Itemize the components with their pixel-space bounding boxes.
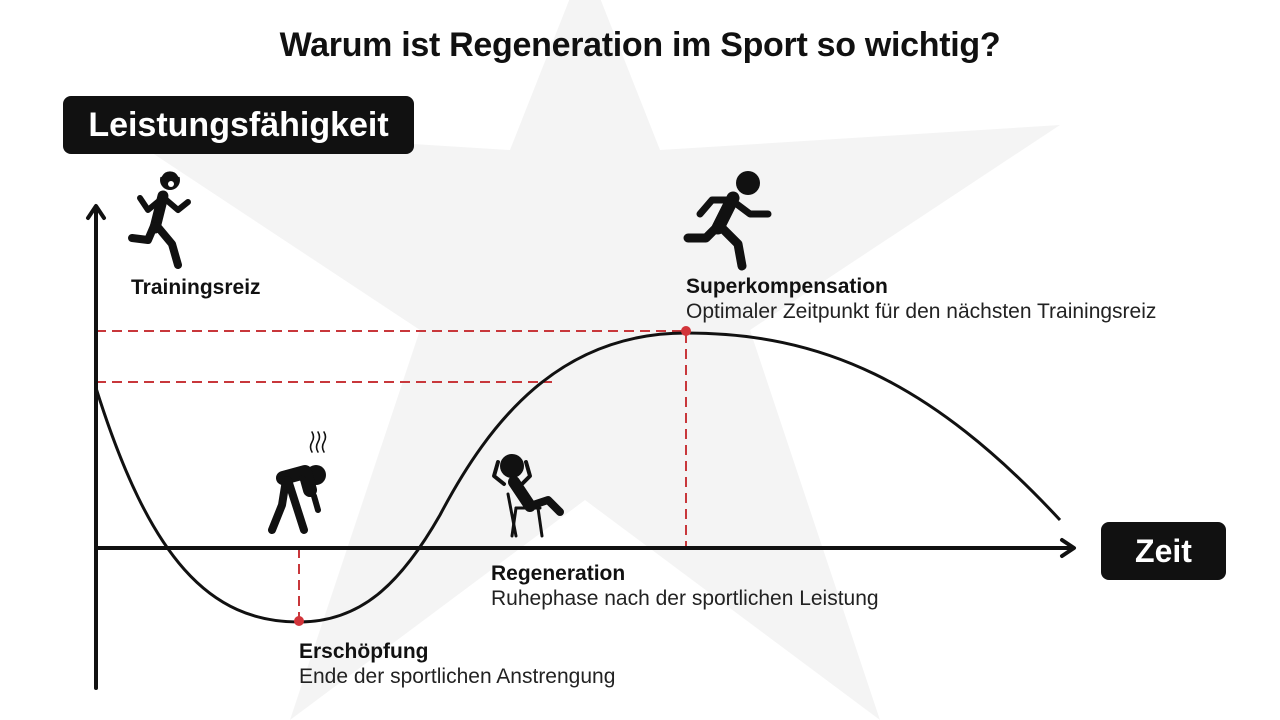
running-person-with-headphones-icon xyxy=(128,169,191,269)
marker-superkompensation xyxy=(681,326,691,336)
label-superkompensation-description: Optimaler Zeitpunkt für den nächsten Tra… xyxy=(686,300,1157,323)
sprinting-person-icon xyxy=(683,171,772,271)
label-trainingsreiz-heading: Trainingsreiz xyxy=(131,276,261,299)
label-superkompensation: Superkompensation Optimaler Zeitpunkt fü… xyxy=(686,274,1156,324)
label-erschoepfung: Erschöpfung Ende der sportlichen Anstren… xyxy=(299,639,615,689)
page-title: Warum ist Regeneration im Sport so wicht… xyxy=(279,26,1001,64)
y-axis-arrow xyxy=(86,204,106,220)
x-axis-arrow xyxy=(1060,538,1076,558)
guide-lines xyxy=(96,330,687,620)
x-axis-label: Zeit xyxy=(1101,522,1226,580)
y-axis-label: Leistungsfähigkeit xyxy=(63,96,414,154)
label-trainingsreiz: Trainingsreiz xyxy=(131,275,261,300)
label-regeneration: Regeneration Ruhephase nach der sportlic… xyxy=(491,561,879,611)
label-regeneration-description: Ruhephase nach der sportlichen Leistung xyxy=(491,587,879,610)
performance-curve xyxy=(94,331,1062,624)
marker-erschoepfung xyxy=(294,616,304,626)
watermark-star xyxy=(110,0,1060,720)
axes xyxy=(86,204,1076,690)
label-superkompensation-heading: Superkompensation xyxy=(686,275,888,298)
exhausted-person-icon xyxy=(268,431,327,534)
label-regeneration-heading: Regeneration xyxy=(491,562,626,585)
label-erschoepfung-description: Ende der sportlichen Anstrengung xyxy=(299,665,616,688)
label-erschoepfung-heading: Erschöpfung xyxy=(299,640,429,663)
resting-person-in-chair-icon xyxy=(492,454,564,538)
